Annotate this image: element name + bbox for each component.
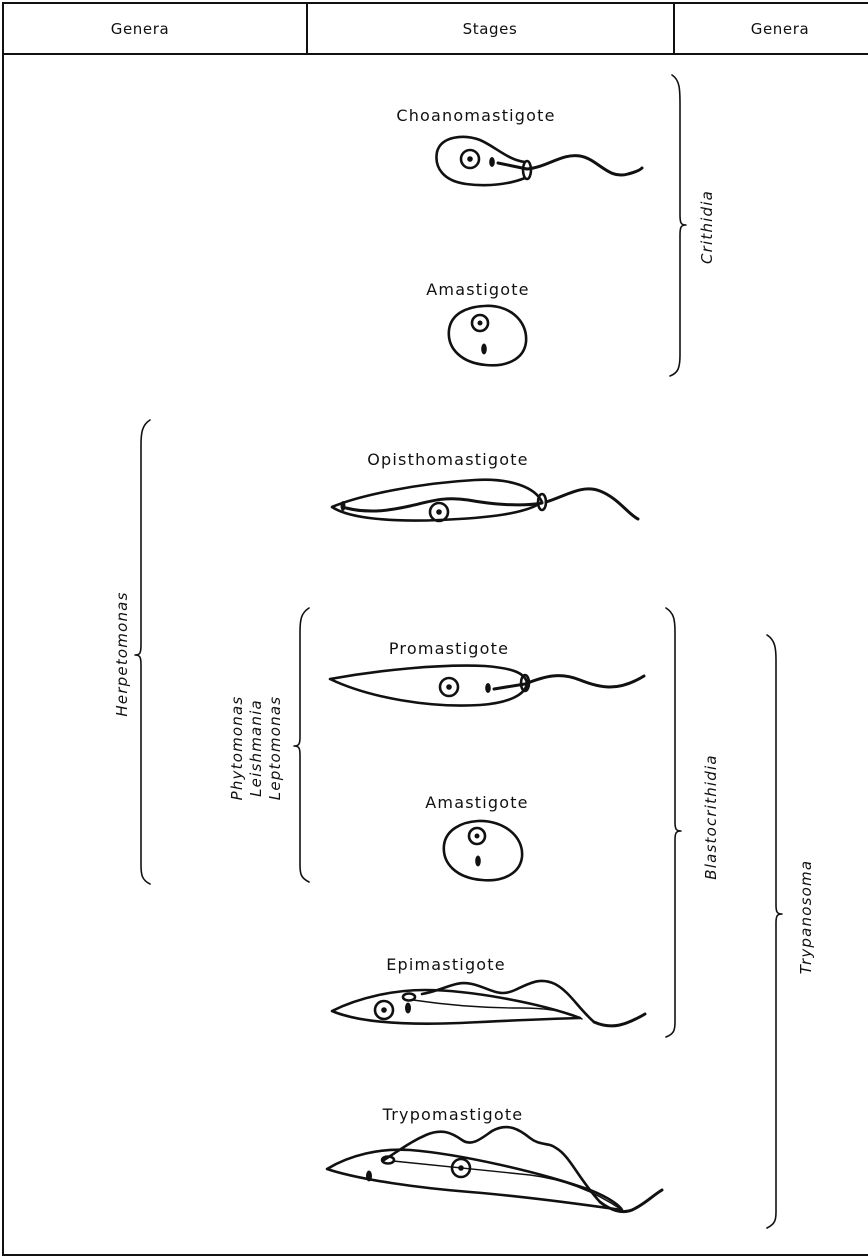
epimastigote-cell — [332, 981, 645, 1026]
brace-phytomonas-leishmania-leptomonas — [294, 608, 309, 882]
label-trypomastigote: Trypomastigote — [382, 1105, 524, 1124]
label-opisthomastigote: Opisthomastigote — [367, 450, 528, 469]
label-amastigote-1: Amastigote — [426, 280, 529, 299]
genus-crithidia: Crithidia — [698, 190, 716, 264]
genus-trypanosoma: Trypanosoma — [797, 860, 815, 974]
header-genera-right: Genera — [751, 20, 810, 38]
label-choanomastigote: Choanomastigote — [396, 106, 555, 125]
amastigote-cell-2 — [444, 821, 522, 880]
genus-leishmania: Leishmania — [247, 699, 265, 797]
brace-trypanosoma — [767, 635, 782, 1228]
promastigote-cell — [330, 666, 644, 706]
brace-herpetomonas — [135, 420, 150, 884]
label-epimastigote: Epimastigote — [386, 955, 506, 974]
header-genera-left: Genera — [111, 20, 170, 38]
choanomastigote-cell — [436, 137, 642, 185]
genus-herpetomonas: Herpetomonas — [113, 591, 131, 716]
opisthomastigote-cell — [332, 480, 638, 521]
genus-leptomonas: Leptomonas — [266, 696, 284, 800]
genus-phytomonas: Phytomonas — [228, 696, 246, 801]
label-amastigote-2: Amastigote — [425, 793, 528, 812]
table-frame — [3, 3, 868, 1255]
brace-crithidia — [670, 75, 686, 376]
header-stages: Stages — [463, 20, 518, 38]
brace-blastocrithidia — [666, 608, 681, 1037]
trypomastigote-cell — [327, 1127, 662, 1212]
label-promastigote: Promastigote — [389, 639, 509, 658]
amastigote-cell-1 — [449, 306, 526, 365]
genus-blastocrithidia: Blastocrithidia — [702, 754, 720, 880]
